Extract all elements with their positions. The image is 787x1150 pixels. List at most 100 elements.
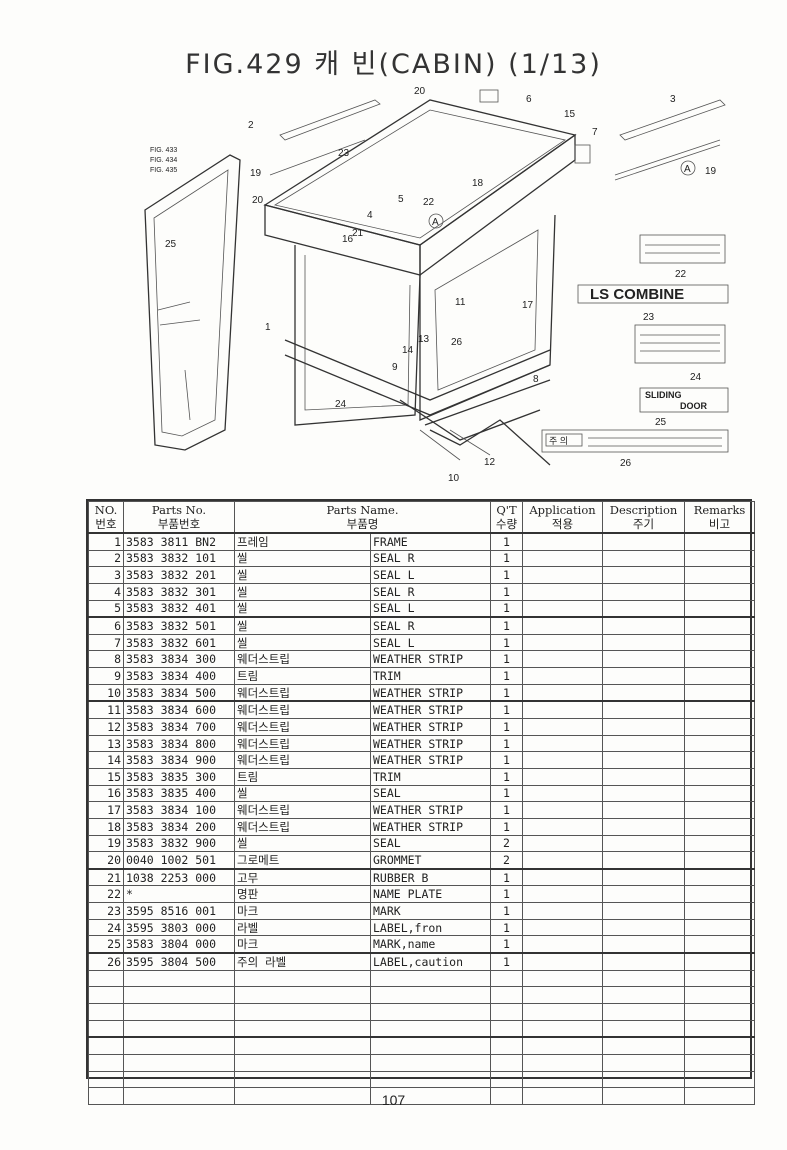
cell-description (602, 902, 686, 920)
cell-part-name-english (369, 969, 492, 988)
cell-part-number: * (123, 885, 235, 904)
callout-15: 15 (564, 109, 576, 120)
callout-23-frame: 23 (338, 148, 350, 159)
door-panel-drawing (144, 154, 241, 451)
cell-part-number (123, 1036, 235, 1055)
callout-24-frame: 24 (335, 399, 347, 410)
cell-description (602, 683, 686, 702)
cell-part-name-english: SEAL (369, 834, 492, 853)
callout-5: 5 (398, 194, 404, 205)
cell-no: 24 (88, 918, 124, 937)
cell-no: 20 (88, 851, 124, 870)
decal-set-drawing: LS COMBINE SLIDING DOOR 주 의 (541, 234, 729, 453)
cell-part-name-korean: 마크 (234, 902, 371, 920)
cell-part-number: 3595 3803 000 (123, 918, 235, 937)
cell-part-number: 3583 3832 101 (123, 549, 235, 568)
callout-22-plate: 22 (675, 269, 687, 280)
cell-quantity: 1 (490, 683, 524, 702)
cell-remarks (684, 549, 756, 568)
cell-part-name-korean: 씰 (234, 616, 371, 635)
table-row (88, 1019, 756, 1038)
cell-part-number: 3583 3834 500 (123, 683, 235, 702)
cell-description (602, 1053, 686, 1072)
cell-part-name-korean: 씰 (234, 566, 371, 584)
cell-application (522, 650, 604, 669)
cell-no: 19 (88, 834, 124, 853)
cell-part-number: 3583 3834 900 (123, 751, 235, 769)
cell-application (522, 734, 604, 753)
callout-20-top: 20 (414, 86, 426, 97)
cell-no (88, 969, 124, 988)
cell-description (602, 867, 686, 887)
cell-part-name-korean: 라벨 (234, 918, 371, 937)
cell-remarks (684, 1070, 756, 1089)
cell-quantity: 1 (490, 935, 524, 954)
cell-part-number: 3583 3832 501 (123, 616, 235, 635)
cell-part-name-korean: 웨더스트립 (234, 700, 371, 720)
cell-remarks (684, 952, 756, 971)
cell-part-name-english: SEAL L (369, 633, 492, 652)
cell-application (522, 986, 604, 1004)
cell-part-name-english: NAME PLATE (369, 885, 492, 904)
cell-part-name-korean (234, 986, 371, 1004)
cell-quantity: 1 (490, 902, 524, 920)
cell-quantity: 1 (490, 616, 524, 635)
callout-13: 13 (418, 334, 430, 345)
cell-no: 10 (88, 683, 124, 702)
cell-no: 13 (88, 734, 124, 753)
cell-remarks (684, 935, 756, 954)
cell-quantity (490, 1036, 524, 1055)
cell-part-name-english: SEAL R (369, 549, 492, 568)
cell-no: 3 (88, 566, 124, 584)
cell-description (602, 532, 686, 551)
cell-application (522, 751, 604, 769)
cell-part-name-english: FRAME (369, 532, 492, 551)
detail-mark-frame: A (432, 217, 439, 228)
cell-part-name-english: MARK,name (369, 935, 492, 954)
cell-description (602, 767, 686, 786)
cell-description (602, 969, 686, 988)
weather-strip-rods-drawing (424, 379, 551, 466)
cell-application (522, 851, 604, 870)
cell-remarks (684, 918, 756, 937)
table-row (88, 1087, 756, 1105)
callout-4: 4 (367, 210, 373, 221)
cell-part-number (123, 1053, 235, 1072)
callout-22-frame: 22 (423, 197, 435, 208)
cell-description (602, 1002, 686, 1021)
cell-part-name-korean (234, 1070, 371, 1089)
cell-no: 18 (88, 817, 124, 836)
cell-part-name-english: SEAL (369, 784, 492, 803)
cell-quantity: 2 (490, 851, 524, 870)
cell-part-name-korean (234, 969, 371, 988)
cell-application (522, 952, 604, 971)
cell-part-name-korean (234, 1036, 371, 1055)
cell-part-number (123, 986, 235, 1004)
cell-part-number: 3583 3834 800 (123, 734, 235, 753)
cell-part-number (123, 1002, 235, 1021)
callout-14: 14 (402, 345, 414, 356)
cell-description (602, 582, 686, 601)
cell-part-number (123, 969, 235, 988)
cell-part-name-english: RUBBER B (369, 867, 492, 887)
cell-description (602, 801, 686, 819)
cell-quantity (490, 1053, 524, 1072)
cell-part-number: 3583 3832 201 (123, 566, 235, 584)
table-row (88, 1002, 756, 1021)
ref-fig-435: FIG. 435 (150, 167, 177, 174)
cell-application (522, 566, 604, 584)
cell-remarks (684, 1002, 756, 1021)
callout-10: 10 (448, 473, 460, 484)
cell-no: 25 (88, 935, 124, 954)
